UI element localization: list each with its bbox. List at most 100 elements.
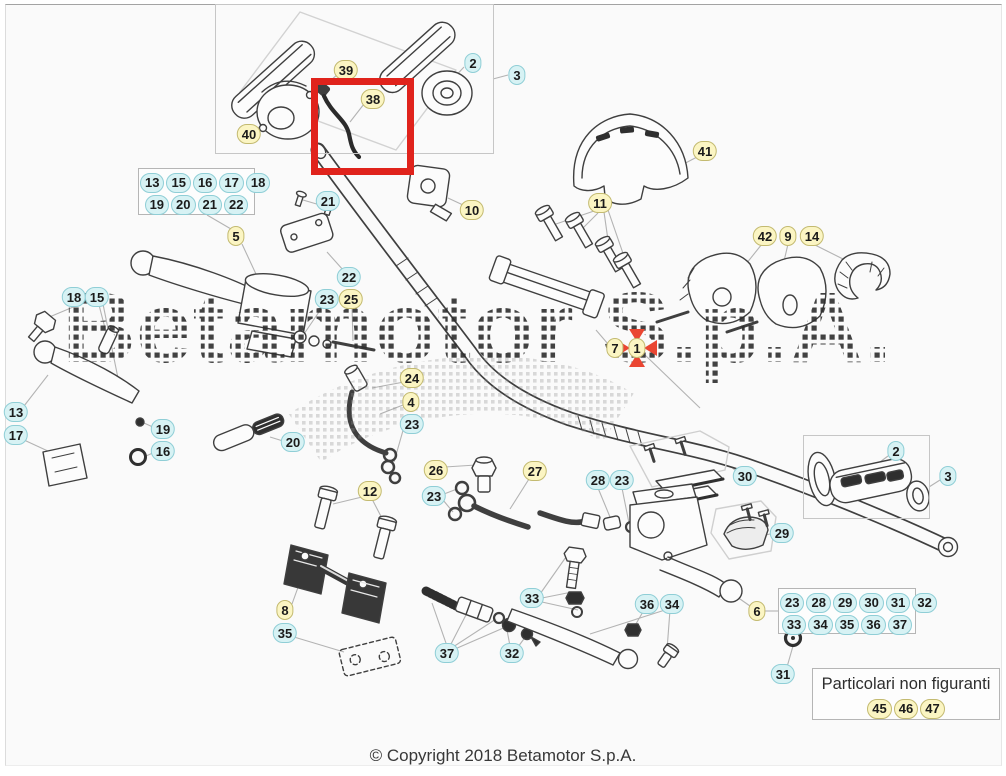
part-label-28[interactable]: 28 xyxy=(585,470,611,490)
part-label-3[interactable]: 3 xyxy=(508,65,526,85)
riser-clamps xyxy=(283,485,402,677)
adjuster-set xyxy=(421,586,541,647)
part-label-2[interactable]: 2 xyxy=(464,53,482,73)
front-master-cylinder xyxy=(629,483,743,603)
part-label-29-grouped[interactable]: 29 xyxy=(832,592,858,613)
part-label-2[interactable]: 2 xyxy=(887,441,905,461)
part-label-38[interactable]: 38 xyxy=(360,89,386,109)
part-label-34[interactable]: 34 xyxy=(659,594,685,614)
part-label-41[interactable]: 41 xyxy=(692,141,718,161)
part-label-23[interactable]: 23 xyxy=(421,486,447,506)
part-label-20[interactable]: 20 xyxy=(280,432,306,452)
part-label-16-grouped[interactable]: 16 xyxy=(192,172,218,193)
part-label-36-grouped[interactable]: 36 xyxy=(861,614,886,635)
headlight-plate xyxy=(573,113,689,205)
part-label-37-grouped[interactable]: 37 xyxy=(887,614,913,635)
part-label-1[interactable]: 1 xyxy=(628,338,646,358)
part-label-22-grouped[interactable]: 22 xyxy=(223,194,249,215)
inset-detail-box xyxy=(215,4,494,154)
grip-detail-box xyxy=(803,435,930,519)
switch-housing-right xyxy=(725,256,827,334)
part-label-12[interactable]: 12 xyxy=(357,481,383,501)
part-label-17[interactable]: 17 xyxy=(3,425,29,445)
part-label-4[interactable]: 4 xyxy=(402,392,420,412)
part-label-30-grouped[interactable]: 30 xyxy=(859,592,884,613)
part-label-17-grouped[interactable]: 17 xyxy=(219,172,244,193)
watermark-swoosh xyxy=(288,355,634,463)
bar-clamp-half xyxy=(710,500,777,560)
part-label-15-grouped[interactable]: 15 xyxy=(166,172,191,193)
part-label-6[interactable]: 6 xyxy=(748,601,766,621)
part-label-7[interactable]: 7 xyxy=(606,338,624,358)
part-label-35[interactable]: 35 xyxy=(272,623,298,643)
part-label-29[interactable]: 29 xyxy=(769,523,795,543)
part-label-35-grouped[interactable]: 35 xyxy=(834,614,860,635)
part-label-30[interactable]: 30 xyxy=(732,466,758,486)
watermark-text: Betamotor S.p.A. xyxy=(62,272,892,384)
part-label-33[interactable]: 33 xyxy=(519,588,545,608)
crossbar-brace xyxy=(488,255,605,319)
part-label-31[interactable]: 31 xyxy=(770,664,796,684)
part-label-47-not-shown[interactable]: 47 xyxy=(920,698,945,719)
part-label-3[interactable]: 3 xyxy=(939,466,957,486)
part-label-21[interactable]: 21 xyxy=(315,191,341,211)
part-label-21-grouped[interactable]: 21 xyxy=(197,194,222,215)
part-label-34-grouped[interactable]: 34 xyxy=(808,614,833,635)
part-label-10[interactable]: 10 xyxy=(459,200,485,220)
right-grip xyxy=(807,451,930,512)
switch-housing-left xyxy=(655,252,757,325)
part-label-24[interactable]: 24 xyxy=(399,368,425,388)
part-label-22[interactable]: 22 xyxy=(336,267,362,287)
part-label-16[interactable]: 16 xyxy=(150,441,176,461)
mount-bolts xyxy=(534,204,642,289)
part-label-18[interactable]: 18 xyxy=(61,287,87,307)
part-label-23-grouped[interactable]: 23 xyxy=(780,592,805,613)
part-label-13-grouped[interactable]: 13 xyxy=(140,172,165,193)
copyright-text: © Copyright 2018 Betamotor S.p.A. xyxy=(369,746,637,765)
part-label-39[interactable]: 39 xyxy=(333,60,359,80)
part-label-33-grouped[interactable]: 33 xyxy=(781,614,807,635)
part-label-32-grouped[interactable]: 32 xyxy=(912,592,937,613)
part-label-5[interactable]: 5 xyxy=(227,226,245,246)
part-label-20-grouped[interactable]: 20 xyxy=(171,194,196,215)
cable-clamp xyxy=(834,252,891,300)
part-label-36[interactable]: 36 xyxy=(634,594,660,614)
part-label-13[interactable]: 13 xyxy=(3,402,29,422)
kill-switch xyxy=(406,164,453,222)
part-label-27[interactable]: 27 xyxy=(522,461,548,481)
part-label-23[interactable]: 23 xyxy=(314,289,340,309)
part-label-28-grouped[interactable]: 28 xyxy=(806,592,831,613)
part-label-32[interactable]: 32 xyxy=(499,643,525,663)
part-label-40[interactable]: 40 xyxy=(236,124,262,144)
part-label-26[interactable]: 26 xyxy=(423,460,449,480)
part-label-23[interactable]: 23 xyxy=(399,414,425,434)
part-label-15[interactable]: 15 xyxy=(84,287,110,307)
part-label-8[interactable]: 8 xyxy=(276,600,294,620)
part-label-46-not-shown[interactable]: 46 xyxy=(893,698,919,719)
part-label-19[interactable]: 19 xyxy=(150,419,176,439)
inset-throttle-assembly xyxy=(231,11,473,160)
part-label-42[interactable]: 42 xyxy=(752,226,778,246)
part-label-9[interactable]: 9 xyxy=(779,226,797,246)
small-plate-and-screws xyxy=(280,190,336,253)
clutch-lever-assembly xyxy=(130,250,376,358)
part-label-14[interactable]: 14 xyxy=(799,226,825,246)
part-label-31-grouped[interactable]: 31 xyxy=(885,592,911,613)
banjo-bolt-and-hose xyxy=(447,456,638,534)
part-label-18-grouped[interactable]: 18 xyxy=(245,172,271,193)
part-label-11[interactable]: 11 xyxy=(588,193,612,213)
part-label-23[interactable]: 23 xyxy=(609,470,635,490)
part-label-37[interactable]: 37 xyxy=(434,643,460,663)
not-shown-title: Particolari non figuranti xyxy=(821,675,991,693)
part-label-25[interactable]: 25 xyxy=(338,289,364,309)
part-label-45-not-shown[interactable]: 45 xyxy=(867,698,892,719)
brake-lever-spare xyxy=(27,310,285,487)
part-label-19-grouped[interactable]: 19 xyxy=(144,194,170,215)
highlight-rectangle xyxy=(311,78,414,175)
